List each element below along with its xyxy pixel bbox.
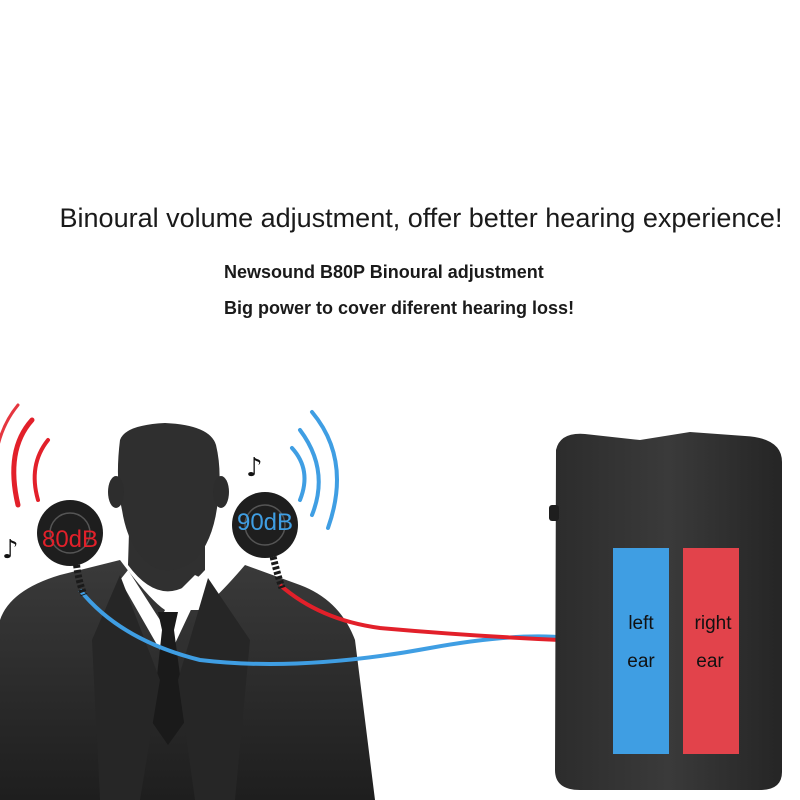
- headline-text: Binoural volume adjustment, offer better…: [59, 203, 783, 233]
- right-channel-label-2: ear: [696, 651, 724, 672]
- man-silhouette: [0, 423, 375, 800]
- music-note-icon: ♪: [2, 535, 19, 565]
- left-channel-label-2: ear: [627, 651, 655, 672]
- sound-wave-icon: [290, 410, 339, 530]
- right-level-label: 90dB: [237, 509, 293, 536]
- right-earpiece: 90dB: [232, 492, 298, 590]
- hearing-aid-device: left ear right ear: [549, 432, 782, 790]
- left-channel-bar: [613, 548, 669, 754]
- subtitle-model: Newsound B80P Binoural adjustment: [224, 262, 544, 282]
- left-earpiece: 80dB: [37, 500, 103, 597]
- subtitle-power: Big power to cover diferent hearing loss…: [224, 298, 575, 318]
- left-level-label: 80dB: [42, 526, 98, 553]
- music-note-icon: ♪: [246, 453, 263, 483]
- right-channel-label-1: right: [695, 613, 733, 634]
- sound-wave-icon: [0, 403, 50, 508]
- left-channel-label-1: left: [628, 613, 654, 634]
- right-channel-bar: [683, 548, 739, 754]
- headline: Binoural volume adjustment, offer better…: [0, 203, 800, 234]
